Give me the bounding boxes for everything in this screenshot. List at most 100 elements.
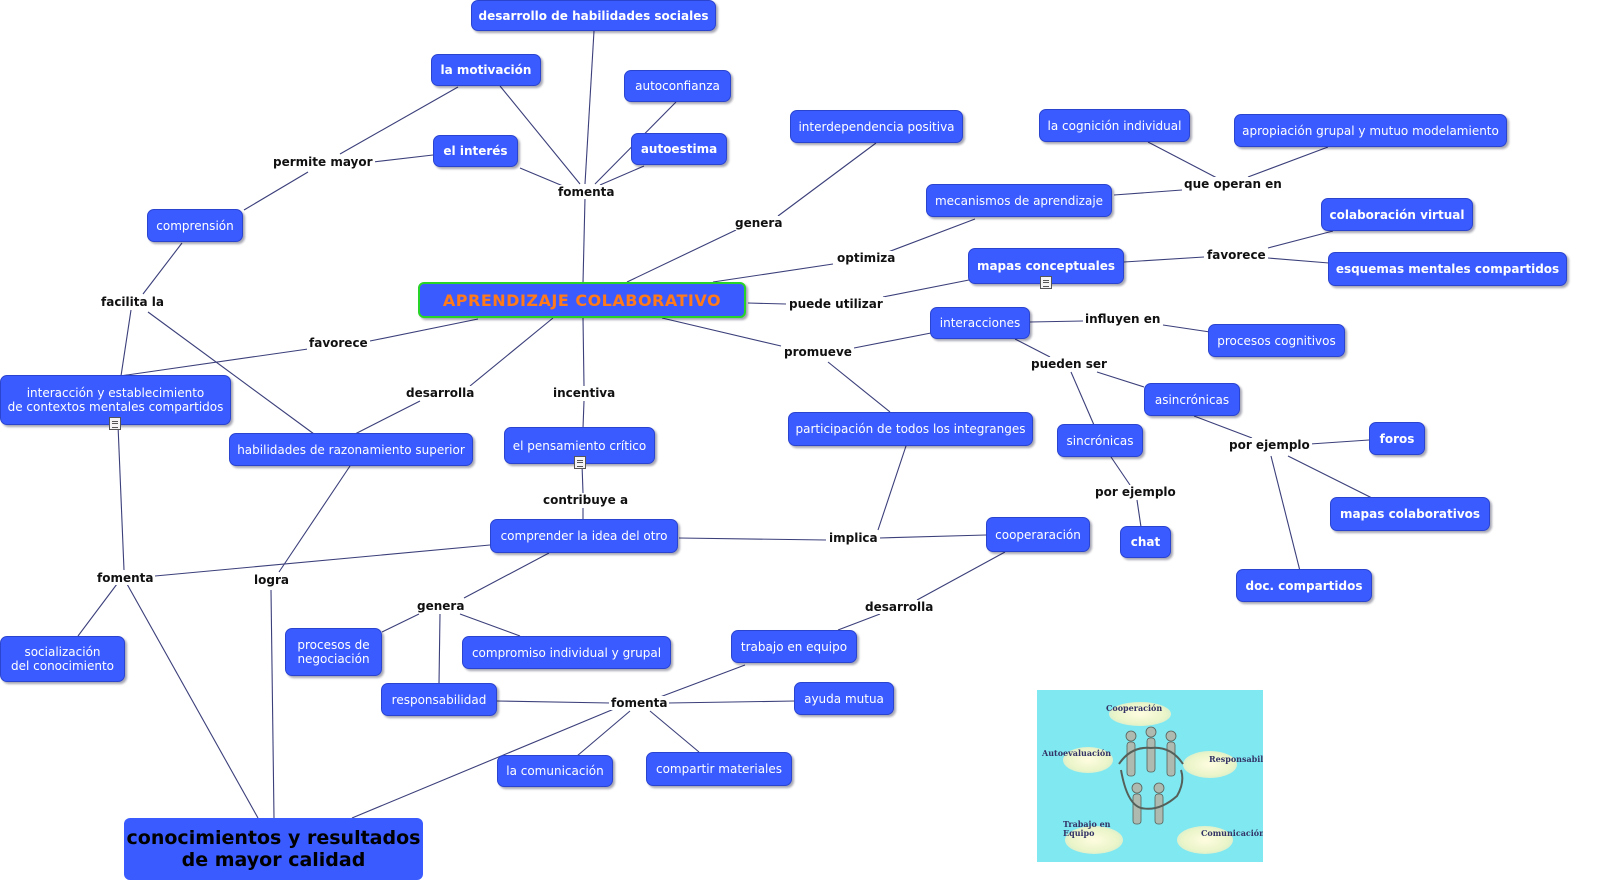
node-autoconfianza[interactable]: autoconfianza (624, 70, 731, 102)
node-procesos-cognitivos[interactable]: procesos cognitivos (1208, 324, 1345, 357)
link-label-permite-mayor: permite mayor (271, 155, 375, 169)
link-label-favorece: favorece (307, 336, 370, 350)
line-asincronicas-porejemplo (1193, 415, 1253, 439)
link-label-genera: genera (733, 216, 785, 230)
line-implica-cooperacion (878, 534, 987, 539)
node-conocimientos-resultados[interactable]: conocimientos y resultados de mayor cali… (124, 818, 423, 880)
node-interdependencia-positiva[interactable]: interdependencia positiva (790, 110, 963, 143)
line-interacciones-puedenser (1014, 338, 1051, 358)
picture-label: Responsabilidad (1209, 754, 1263, 764)
link-label-genera: genera (415, 599, 467, 613)
people-circle-icon (1118, 726, 1184, 825)
oval-shape (1109, 702, 1171, 726)
line-cooperacion-desarrolla (916, 551, 1006, 601)
line-fomenta-comunicacion (576, 710, 631, 757)
line-fomenta-desarrollo (584, 30, 595, 185)
link-label-contribuye-a: contribuye a (541, 493, 631, 507)
line-fomenta-interes (519, 167, 564, 187)
node-chat[interactable]: chat (1120, 526, 1171, 558)
line-porejemplo-mapascolab (1287, 455, 1373, 499)
line-facilita-habilidades (147, 311, 315, 435)
node-socializacion-conocimiento[interactable]: socialización del conocimiento (0, 636, 125, 682)
node-foros[interactable]: foros (1369, 422, 1425, 455)
line-central-puedeutilizar (747, 302, 787, 305)
line-fomenta-motivacion (499, 85, 581, 185)
line-comprension-facilita (142, 242, 183, 295)
node-mapas-colaborativos[interactable]: mapas colaborativos (1330, 497, 1490, 531)
link-label-favorece: favorece (1205, 248, 1268, 262)
link-label-fomenta: fomenta (556, 185, 617, 199)
node-cognicion-individual[interactable]: la cognición individual (1039, 109, 1190, 142)
link-label-desarrolla: desarrolla (863, 600, 936, 614)
picture-label: Trabajo en Equipo (1063, 819, 1111, 838)
line-central-fomenta (582, 197, 586, 284)
document-icon[interactable] (574, 456, 586, 469)
line-interaccion-fomenta (117, 424, 125, 571)
line-central-incentiva (582, 317, 585, 387)
link-label-desarrolla: desarrolla (404, 386, 477, 400)
cooperation-image: Cooperación Autoevaluación Responsabilid… (1037, 690, 1263, 862)
link-label-que-operan-en: que operan en (1182, 177, 1284, 191)
node-comunicacion[interactable]: la comunicación (497, 755, 613, 787)
node-compromiso[interactable]: compromiso individual y grupal (462, 636, 671, 669)
picture-label: Comunicación (1201, 828, 1263, 838)
line-comprender-implica (678, 537, 827, 541)
link-label-incentiva: incentiva (551, 386, 618, 400)
node-comprender-idea[interactable]: comprender la idea del otro (490, 519, 678, 553)
node-responsabilidad[interactable]: responsabilidad (381, 683, 497, 716)
node-doc-compartidos[interactable]: doc. compartidos (1236, 569, 1372, 602)
node-mecanismos-aprendizaje[interactable]: mecanismos de aprendizaje (926, 184, 1112, 217)
line-fomenta-conocimientos (126, 583, 259, 819)
node-interacciones[interactable]: interacciones (930, 307, 1030, 339)
link-label-logra: logra (252, 573, 291, 587)
node-colaboracion-virtual[interactable]: colaboración virtual (1321, 198, 1473, 231)
node-participacion-integrantes[interactable]: participación de todos los integranges (788, 412, 1033, 446)
link-label-facilita-la: facilita la (99, 295, 166, 309)
line-desarrolla-trabajo (837, 613, 881, 631)
node-desarrollo-habilidades-sociales[interactable]: desarrollo de habilidades sociales (471, 0, 716, 31)
node-ayuda-mutua[interactable]: ayuda mutua (794, 682, 894, 715)
central-concept[interactable]: APRENDIZAJE COLABORATIVO (418, 282, 746, 318)
link-label-puede-utilizar: puede utilizar (787, 297, 885, 311)
line-porejemplo-doc (1270, 455, 1301, 572)
line-fomenta-conocimientos (351, 708, 615, 819)
node-motivacion[interactable]: la motivación (431, 54, 541, 86)
link-label-por-ejemplo: por ejemplo (1093, 485, 1178, 499)
line-mecanismos-queoperan (1113, 189, 1183, 196)
document-icon[interactable] (1040, 276, 1052, 289)
link-label-fomenta: fomenta (609, 696, 670, 710)
node-apropiacion-grupal[interactable]: apropiación grupal y mutuo modelamiento (1234, 114, 1507, 147)
node-trabajo-equipo[interactable]: trabajo en equipo (731, 630, 857, 663)
line-facilita-interaccion (120, 309, 132, 377)
node-procesos-negociacion[interactable]: procesos de negociación (285, 628, 382, 676)
line-central-favorece (369, 318, 479, 342)
node-cooperacion[interactable]: cooperaración (986, 517, 1090, 552)
line-sincronicas-porejemplo (1110, 456, 1131, 486)
node-autoestima[interactable]: autoestima (631, 133, 727, 165)
link-label-promueve: promueve (782, 345, 854, 359)
node-comprension[interactable]: comprensión (147, 209, 243, 242)
line-comprension-permite (243, 171, 309, 211)
node-compartir-materiales[interactable]: compartir materiales (646, 752, 792, 786)
node-interes[interactable]: el interés (433, 135, 518, 167)
line-porejemplo-foros (1309, 439, 1370, 445)
line-porejemplo-chat (1136, 499, 1142, 528)
document-icon[interactable] (109, 417, 121, 430)
node-interaccion-establecimiento[interactable]: interacción y establecimiento de context… (0, 375, 231, 425)
node-habilidades-razonamiento[interactable]: habilidades de razonamiento superior (229, 433, 473, 466)
line-central-genera (626, 229, 737, 283)
node-sincronicas[interactable]: sincrónicas (1057, 424, 1143, 457)
line-influyen-procesos (1162, 324, 1211, 333)
link-label-pueden-ser: pueden ser (1029, 357, 1109, 371)
node-esquemas-mentales[interactable]: esquemas mentales compartidos (1328, 252, 1567, 286)
line-central-promueve (661, 317, 782, 347)
line-puedenser-asincronicas (1096, 371, 1145, 388)
picture-label: Cooperación (1106, 703, 1163, 713)
line-favorece-esquemas (1267, 257, 1330, 264)
link-label-influyen-en: influyen en (1083, 312, 1163, 326)
node-asincronicas[interactable]: asincrónicas (1144, 383, 1240, 416)
oval-shape (1183, 751, 1237, 778)
line-incentiva-pensamiento (582, 400, 585, 429)
link-label-fomenta: fomenta (95, 571, 156, 585)
